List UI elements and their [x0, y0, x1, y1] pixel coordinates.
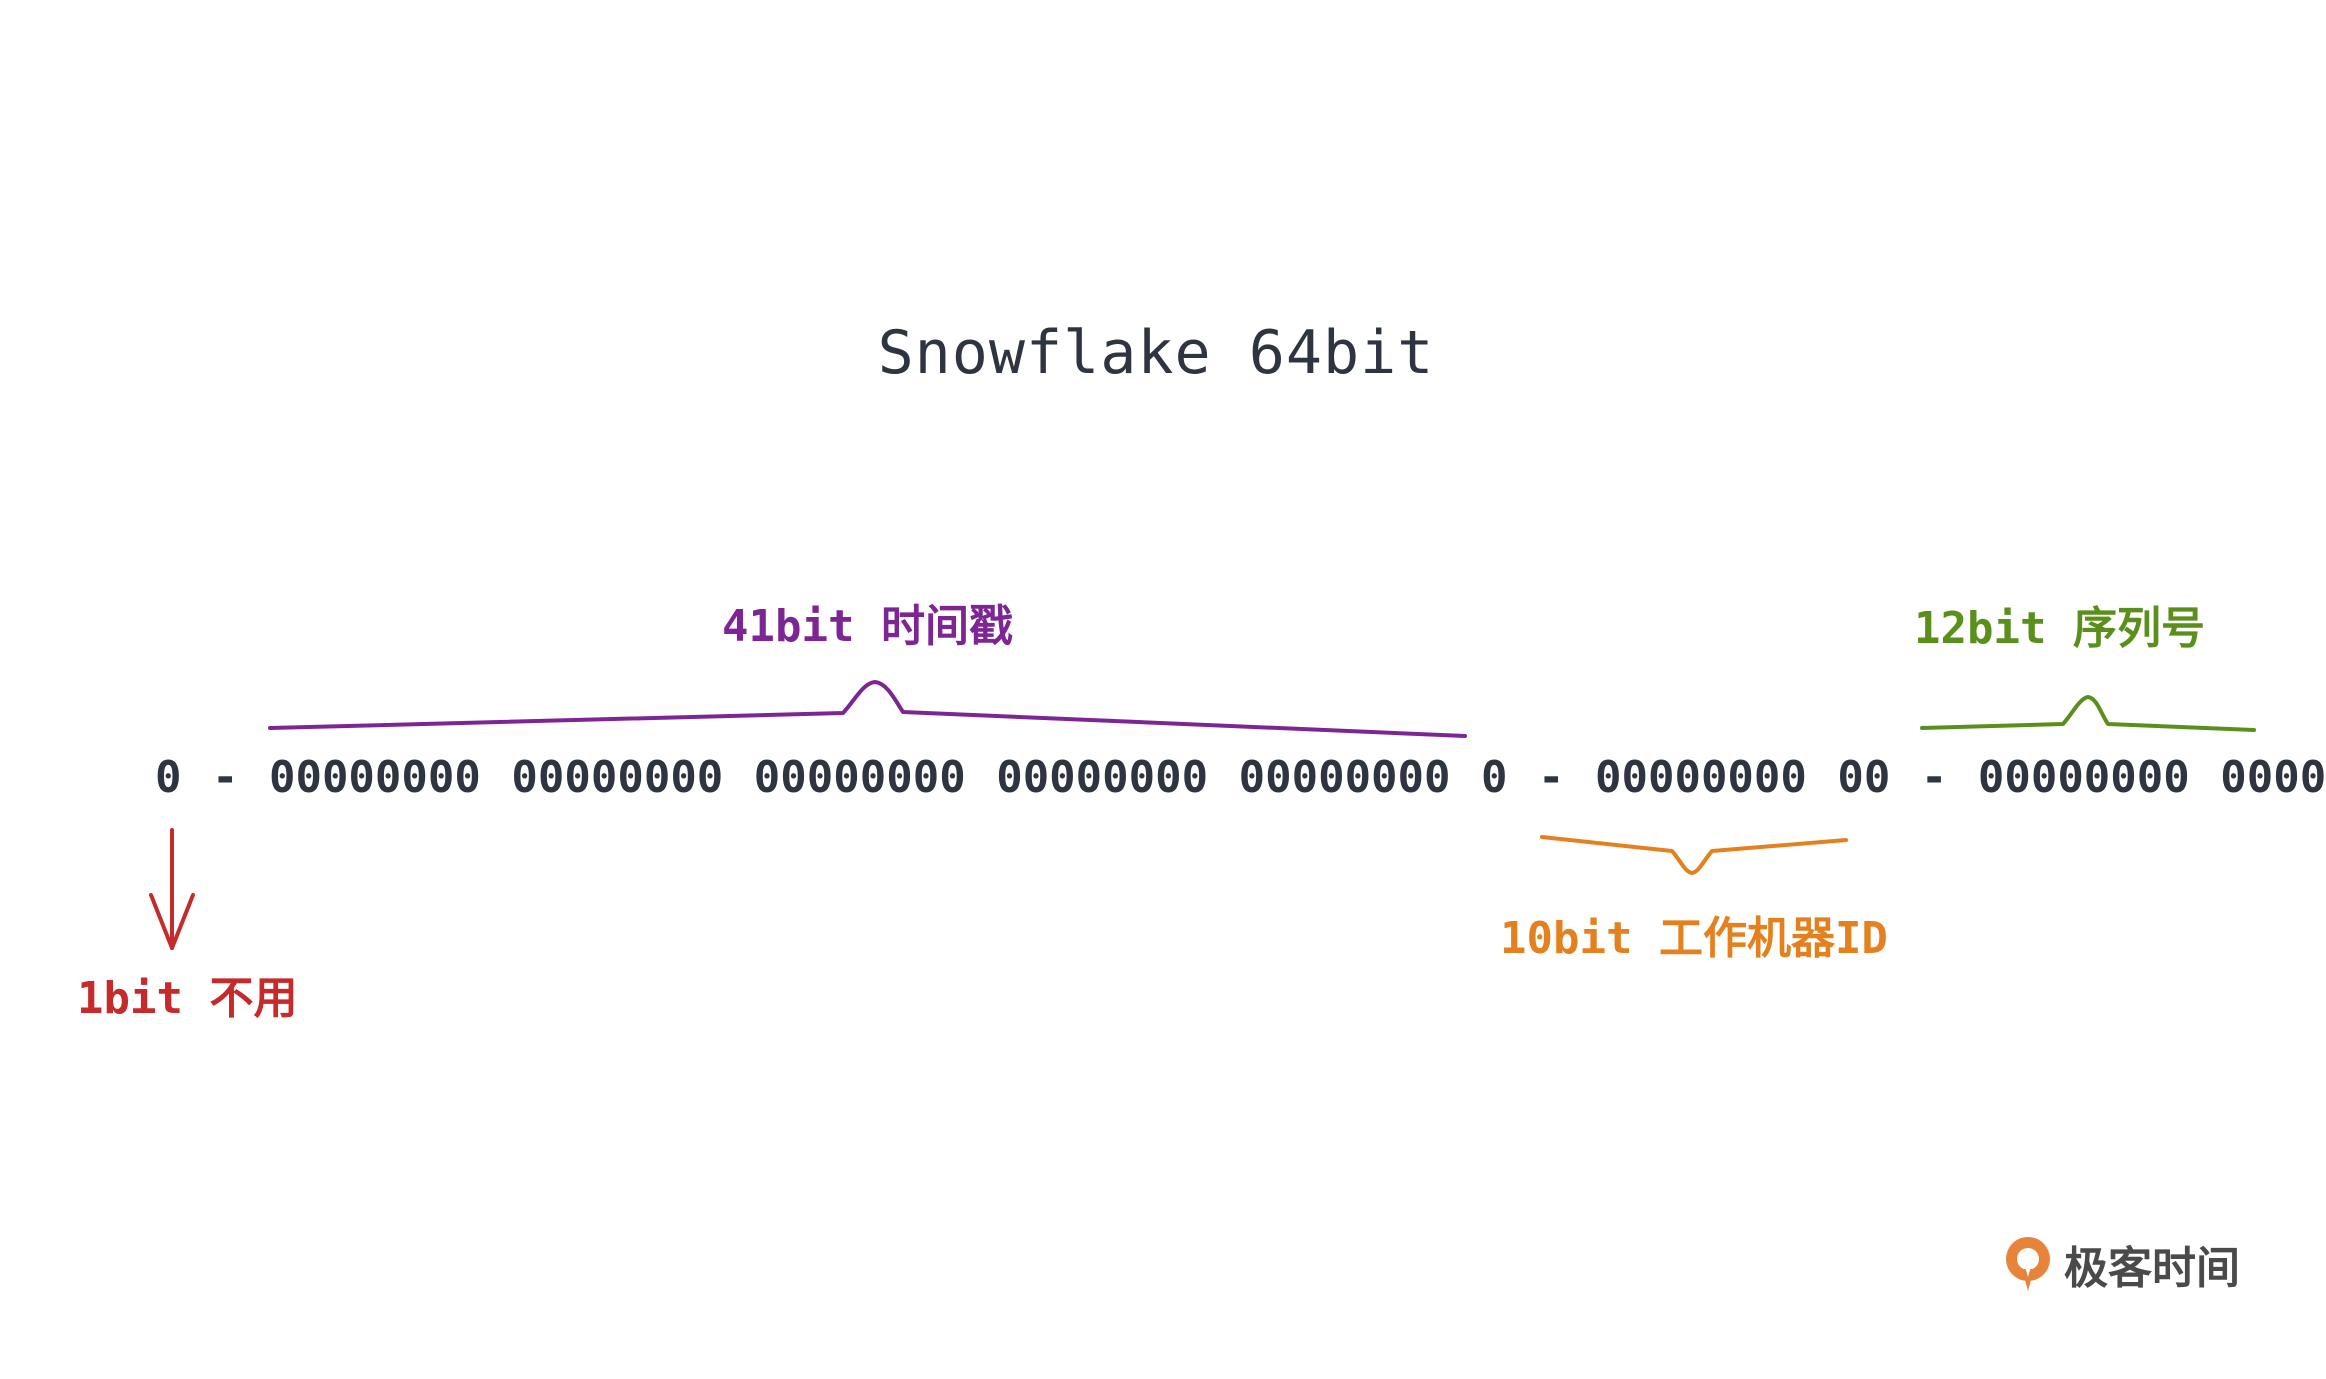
sign-bit-label: 1bit 不用: [77, 973, 298, 1024]
bit-sequence: 0 - 00000000 00000000 00000000 00000000 …: [155, 752, 2326, 803]
logo-text: 极客时间: [2064, 1243, 2240, 1294]
timestamp-label: 41bit 时间戳: [722, 601, 1013, 652]
sequence-label: 12bit 序列号: [1914, 603, 2205, 654]
diagram-title: Snowflake 64bit: [877, 318, 1435, 388]
geektime-logo-icon: [2006, 1237, 2050, 1291]
sequence-brace: [1920, 695, 2256, 732]
sign-arrow-icon: [149, 828, 195, 950]
worker-brace: [1540, 835, 1848, 875]
worker-id-label: 10bit 工作机器ID: [1500, 913, 1888, 964]
geektime-logo: 极客时间: [2000, 1232, 2240, 1296]
timestamp-brace: [268, 680, 1467, 738]
